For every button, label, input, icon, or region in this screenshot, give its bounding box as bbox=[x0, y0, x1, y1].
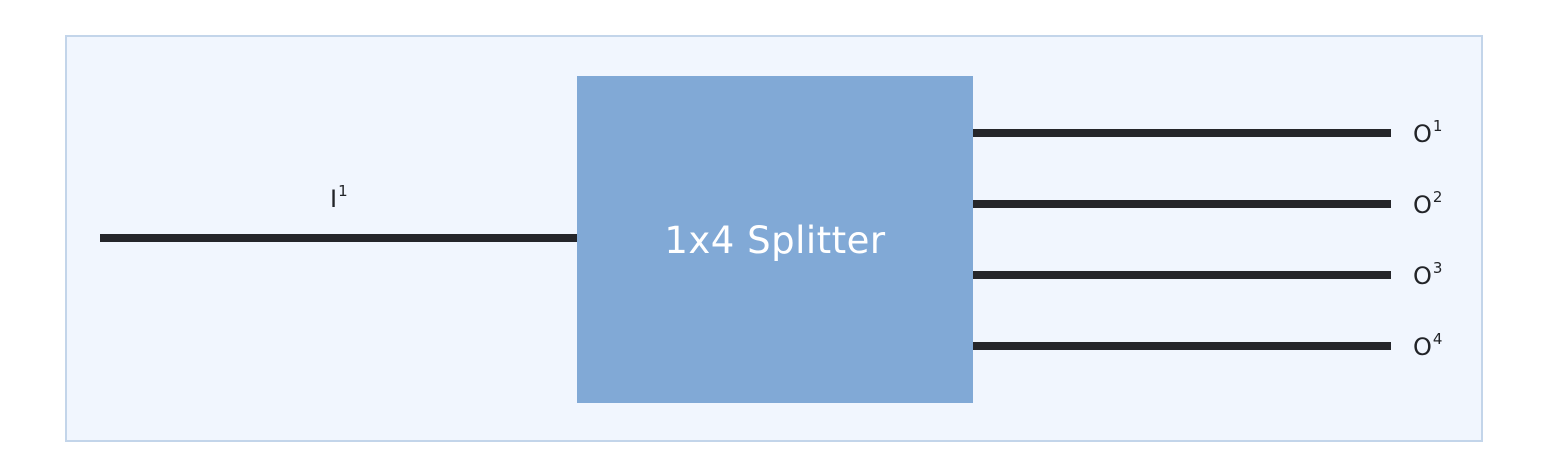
output-wire-4 bbox=[973, 342, 1391, 350]
splitter-block: 1x4 Splitter bbox=[577, 76, 973, 403]
input-label-index: 1 bbox=[338, 182, 348, 200]
input-wire bbox=[100, 234, 577, 242]
output-wire-3 bbox=[973, 271, 1391, 279]
output-label-4-index: 4 bbox=[1432, 330, 1443, 348]
output-label-3-index: 3 bbox=[1432, 259, 1443, 277]
output-label-1-index: 1 bbox=[1432, 117, 1443, 135]
output-label-1-letter: O bbox=[1413, 120, 1432, 148]
output-wire-1 bbox=[973, 129, 1391, 137]
splitter-label: 1x4 Splitter bbox=[664, 219, 886, 262]
output-wire-2 bbox=[973, 200, 1391, 208]
output-label-4-letter: O bbox=[1413, 333, 1432, 361]
input-label-letter: I bbox=[330, 185, 338, 213]
output-label-1: O1 bbox=[1413, 119, 1442, 148]
output-label-4: O4 bbox=[1413, 332, 1442, 361]
output-label-2-index: 2 bbox=[1432, 188, 1443, 206]
output-label-2-letter: O bbox=[1413, 191, 1432, 219]
output-label-3-letter: O bbox=[1413, 262, 1432, 290]
output-label-3: O3 bbox=[1413, 261, 1442, 290]
input-label: I1 bbox=[330, 184, 348, 213]
output-label-2: O2 bbox=[1413, 190, 1442, 219]
